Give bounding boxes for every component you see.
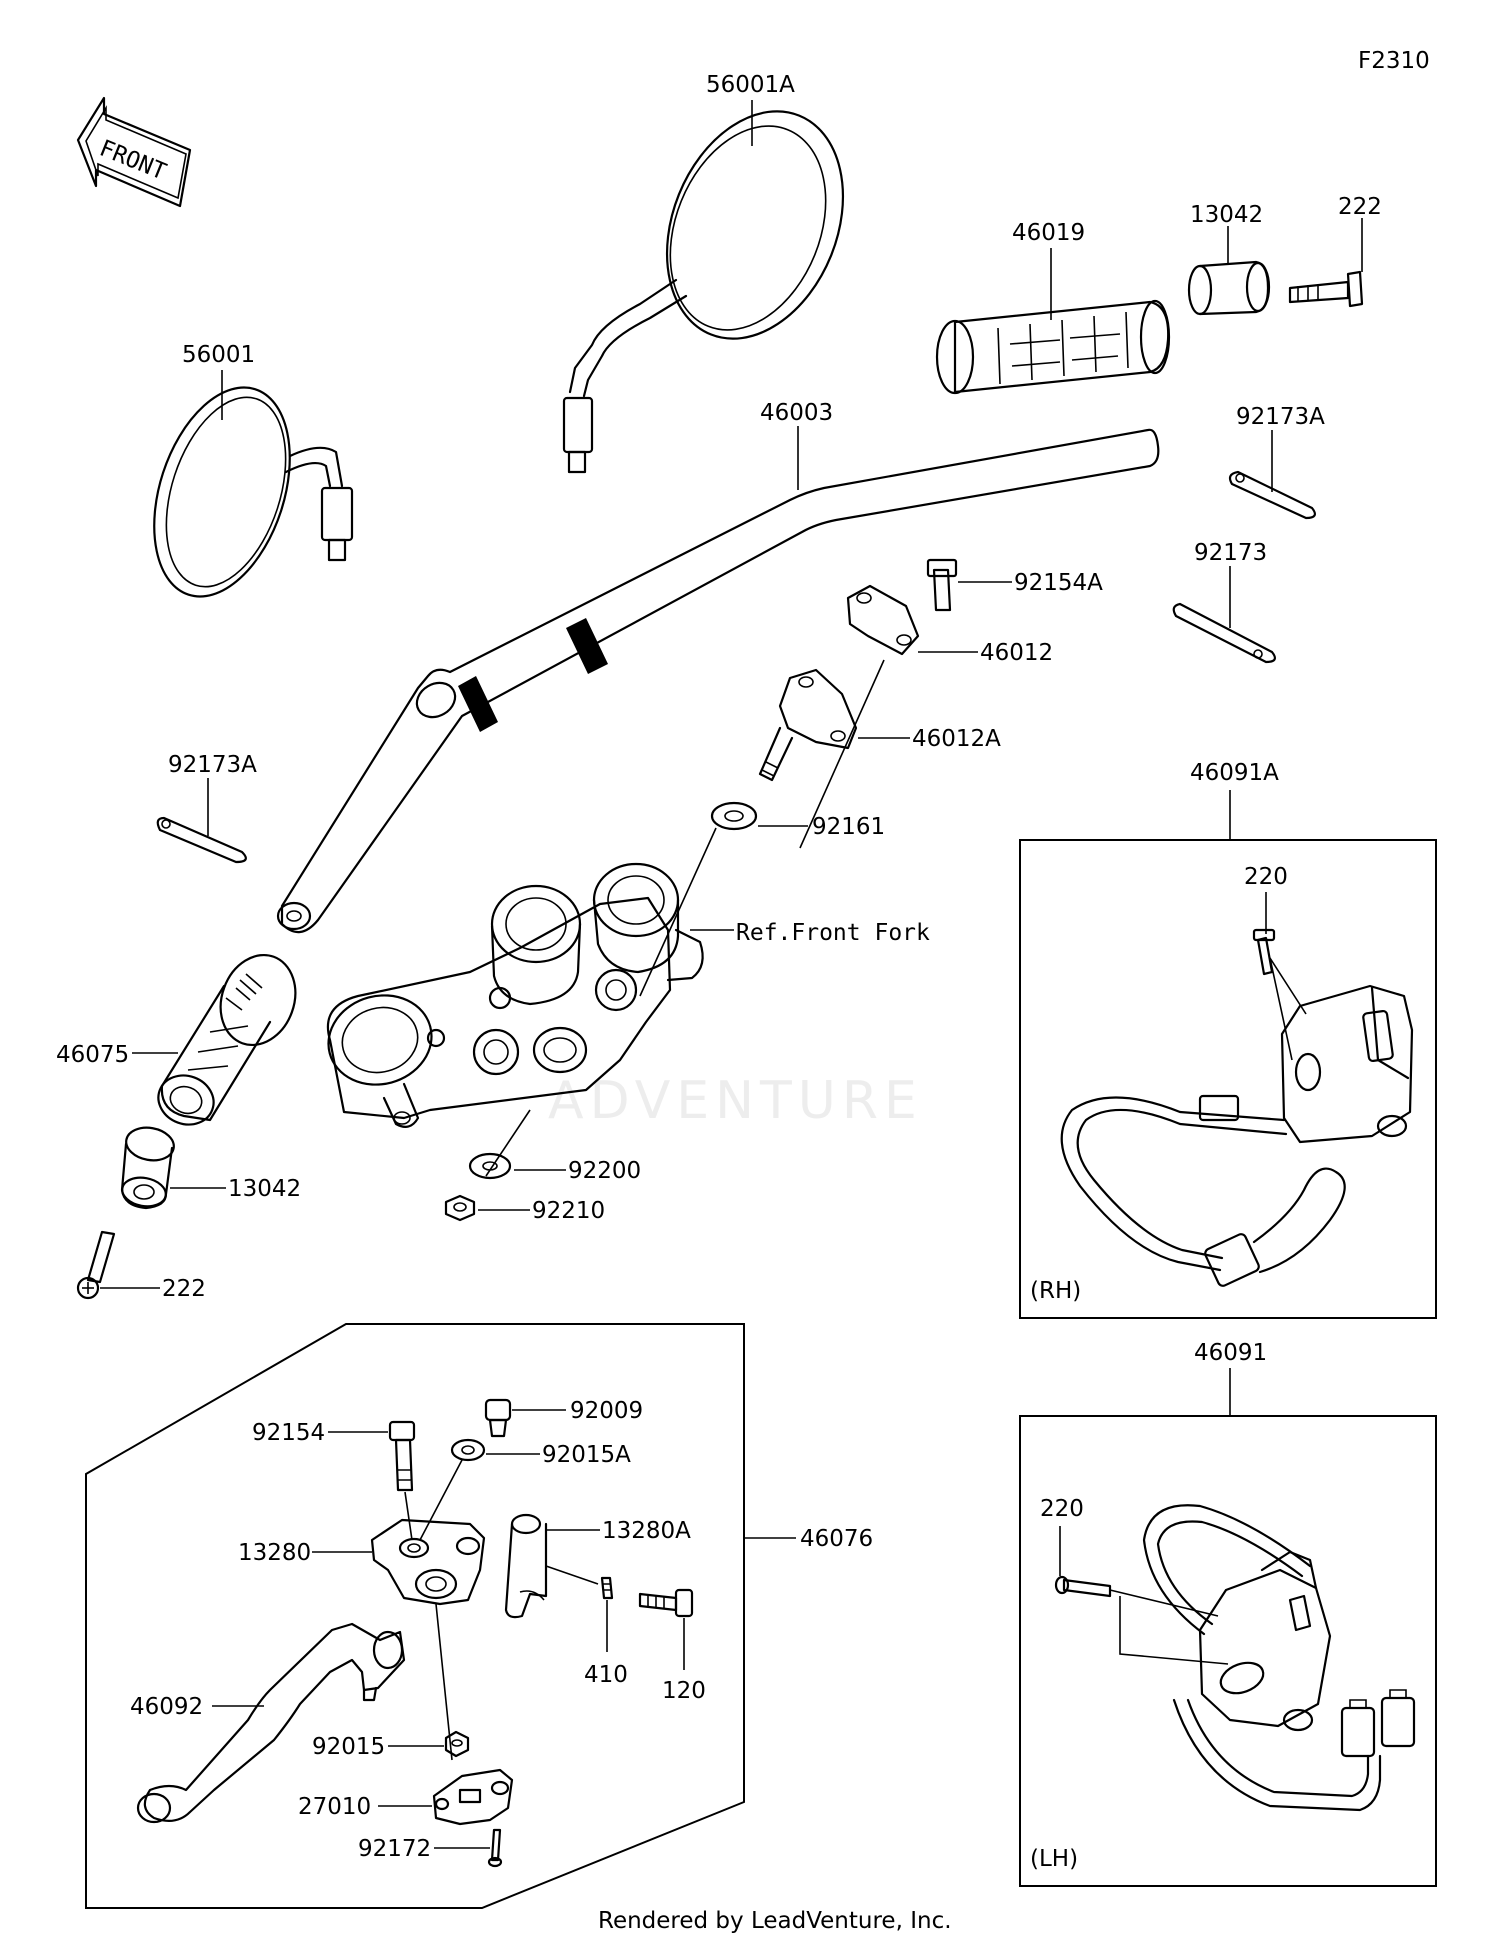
washer-holder-part bbox=[710, 801, 758, 831]
holder-lower-part bbox=[758, 668, 858, 782]
label-clamp: 13280 bbox=[238, 1540, 311, 1566]
grip-left-part bbox=[157, 953, 297, 1126]
clamp-cap-part bbox=[504, 1513, 548, 1619]
nut-lower-part bbox=[444, 1194, 476, 1222]
label-bolt-pivot: 92009 bbox=[570, 1398, 643, 1424]
label-switch-clutch: 27010 bbox=[298, 1794, 371, 1820]
watermark: ADVENTURE bbox=[548, 1071, 923, 1131]
screw-switch-part bbox=[487, 1828, 503, 1868]
label-band-right: 92173A bbox=[1236, 404, 1325, 430]
grip-right-part bbox=[935, 299, 1171, 395]
weight-right-part bbox=[1187, 260, 1271, 316]
pin-part bbox=[600, 1576, 614, 1600]
band-left-part bbox=[156, 816, 247, 864]
label-mirror-left: 56001 bbox=[182, 342, 255, 368]
screw-right-part bbox=[1288, 270, 1364, 308]
label-bolt-clamp: 92154 bbox=[252, 1420, 325, 1446]
label-switch-lh: 46091 bbox=[1194, 1340, 1267, 1366]
mirror-left-part bbox=[153, 386, 354, 598]
label-screw-rh: 220 bbox=[1244, 864, 1288, 890]
lever-assy-box bbox=[85, 1323, 745, 1909]
weight-left-part bbox=[120, 1126, 175, 1210]
label-band-lower: 92173 bbox=[1194, 540, 1267, 566]
switch-rh-box bbox=[1019, 839, 1437, 1319]
label-grip-left: 46075 bbox=[56, 1042, 129, 1068]
triple-clamp-part bbox=[326, 862, 704, 1129]
label-holder-lower: 46012A bbox=[912, 726, 1001, 752]
switch-rh-part bbox=[1060, 928, 1414, 1287]
label-pin: 410 bbox=[584, 1662, 628, 1688]
mirror-right-part bbox=[562, 110, 845, 474]
label-screw-switch: 92172 bbox=[358, 1836, 431, 1862]
label-screw-lh: 220 bbox=[1040, 1496, 1084, 1522]
label-washer-pivot: 92015A bbox=[542, 1442, 631, 1468]
label-weight-left: 13042 bbox=[228, 1176, 301, 1202]
label-handlebar: 46003 bbox=[760, 400, 833, 426]
bolt-pivot-part bbox=[484, 1398, 512, 1438]
clamp-part bbox=[370, 1518, 486, 1606]
label-band-left: 92173A bbox=[168, 752, 257, 778]
band-lower-part bbox=[1172, 602, 1276, 664]
label-side-rh: (RH) bbox=[1030, 1278, 1081, 1304]
nut-pivot-part bbox=[444, 1730, 470, 1758]
diagram-code: F2310 bbox=[1358, 48, 1430, 74]
holder-upper-part bbox=[846, 584, 920, 656]
footer-credit: Rendered by LeadVenture, Inc. bbox=[598, 1908, 952, 1934]
switch-lh-box bbox=[1019, 1415, 1437, 1887]
label-bolt-holder: 92154A bbox=[1014, 570, 1103, 596]
label-screw-right: 222 bbox=[1338, 194, 1382, 220]
washer-pivot-part bbox=[450, 1438, 486, 1462]
label-weight-right: 13042 bbox=[1190, 202, 1263, 228]
washer-lower-part bbox=[468, 1152, 512, 1180]
lever-part bbox=[136, 1622, 406, 1824]
label-nut-pivot: 92015 bbox=[312, 1734, 385, 1760]
label-nut-lower: 92210 bbox=[532, 1198, 605, 1224]
label-screw-left: 222 bbox=[162, 1276, 206, 1302]
front-arrow-icon: FRONT bbox=[76, 96, 192, 208]
label-lever: 46092 bbox=[130, 1694, 203, 1720]
label-washer-holder: 92161 bbox=[812, 814, 885, 840]
label-holder-upper: 46012 bbox=[980, 640, 1053, 666]
switch-lh-part bbox=[1054, 1504, 1416, 1812]
bolt-cap-part bbox=[638, 1588, 694, 1618]
handlebar-part bbox=[276, 428, 1160, 934]
screw-left-part bbox=[76, 1230, 116, 1300]
band-right-part bbox=[1228, 470, 1316, 520]
switch-clutch-part bbox=[432, 1768, 514, 1826]
reference-front-fork: Ref.Front Fork bbox=[736, 920, 930, 946]
bolt-clamp-part bbox=[388, 1420, 416, 1492]
bolt-holder-part bbox=[926, 558, 958, 612]
label-washer-lower: 92200 bbox=[568, 1158, 641, 1184]
label-clamp-cap: 13280A bbox=[602, 1518, 691, 1544]
label-lever-assy: 46076 bbox=[800, 1526, 873, 1552]
label-grip-right: 46019 bbox=[1012, 220, 1085, 246]
label-side-lh: (LH) bbox=[1030, 1846, 1078, 1872]
label-bolt-cap: 120 bbox=[662, 1678, 706, 1704]
label-mirror-right: 56001A bbox=[706, 72, 795, 98]
label-switch-rh: 46091A bbox=[1190, 760, 1279, 786]
